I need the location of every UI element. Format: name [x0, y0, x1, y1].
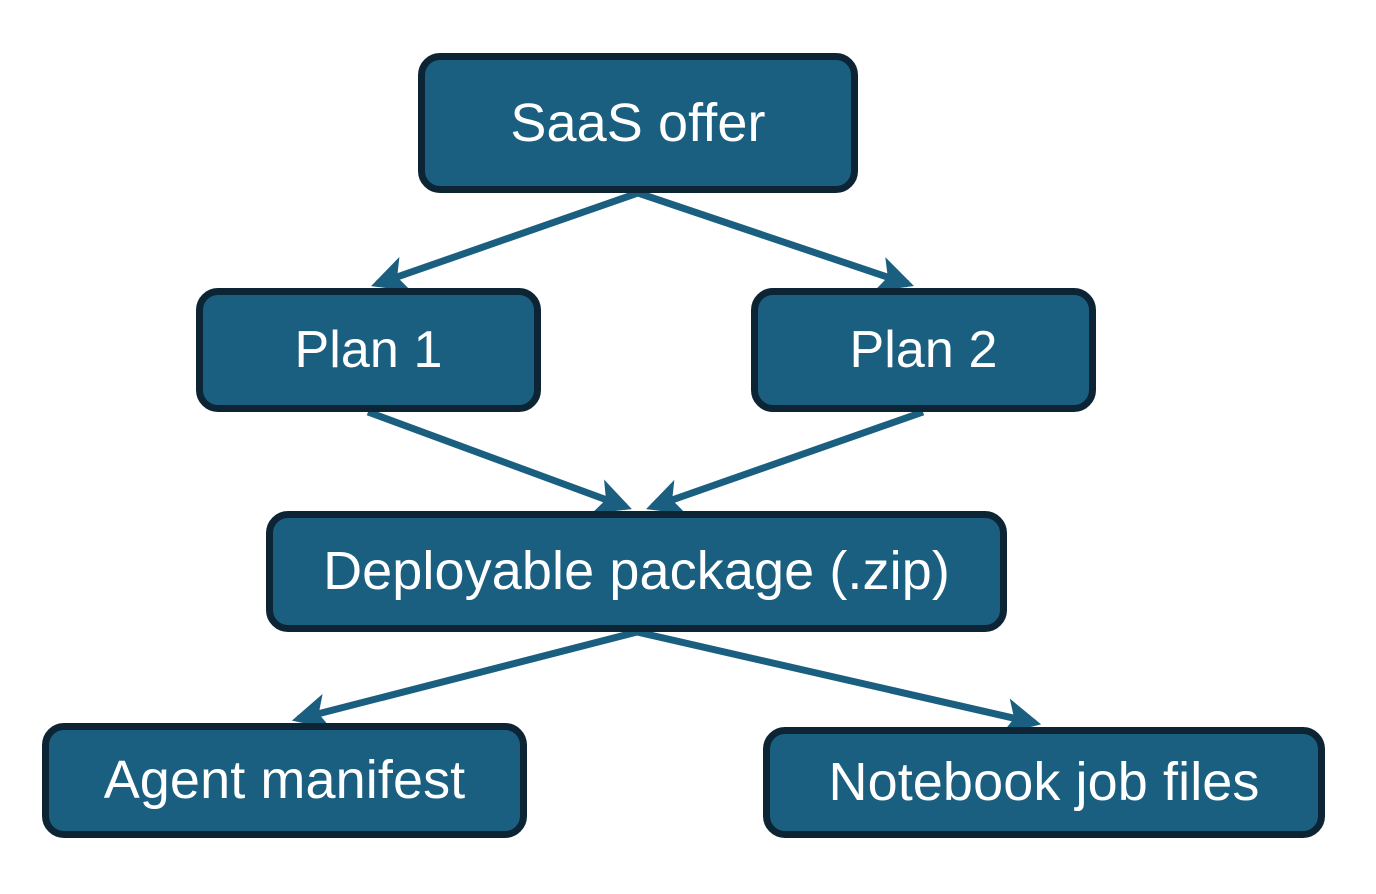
node-saas-offer[interactable]: SaaS offer — [418, 53, 858, 193]
node-plan-1[interactable]: Plan 1 — [196, 288, 541, 412]
edge-package-to-notebook-jobs — [636, 628, 1042, 735]
node-deployable-package-label: Deployable package (.zip) — [323, 541, 950, 602]
node-agent-manifest-label: Agent manifest — [103, 750, 466, 811]
edge-package-to-agent-manifest — [291, 628, 638, 730]
node-plan-2-label: Plan 2 — [849, 320, 998, 379]
edge-saas-offer-to-plan-2 — [636, 189, 914, 292]
edge-saas-offer-to-plan-1 — [371, 189, 640, 292]
node-deployable-package[interactable]: Deployable package (.zip) — [266, 511, 1007, 632]
node-notebook-job-files[interactable]: Notebook job files — [763, 727, 1325, 838]
node-agent-manifest[interactable]: Agent manifest — [42, 723, 527, 838]
node-plan-1-label: Plan 1 — [294, 320, 443, 379]
node-notebook-job-files-label: Notebook job files — [828, 752, 1260, 813]
edge-plan-2-to-package — [646, 408, 925, 515]
node-saas-offer-label: SaaS offer — [510, 92, 766, 153]
node-plan-2[interactable]: Plan 2 — [751, 288, 1096, 412]
edge-plan-1-to-package — [366, 408, 632, 514]
